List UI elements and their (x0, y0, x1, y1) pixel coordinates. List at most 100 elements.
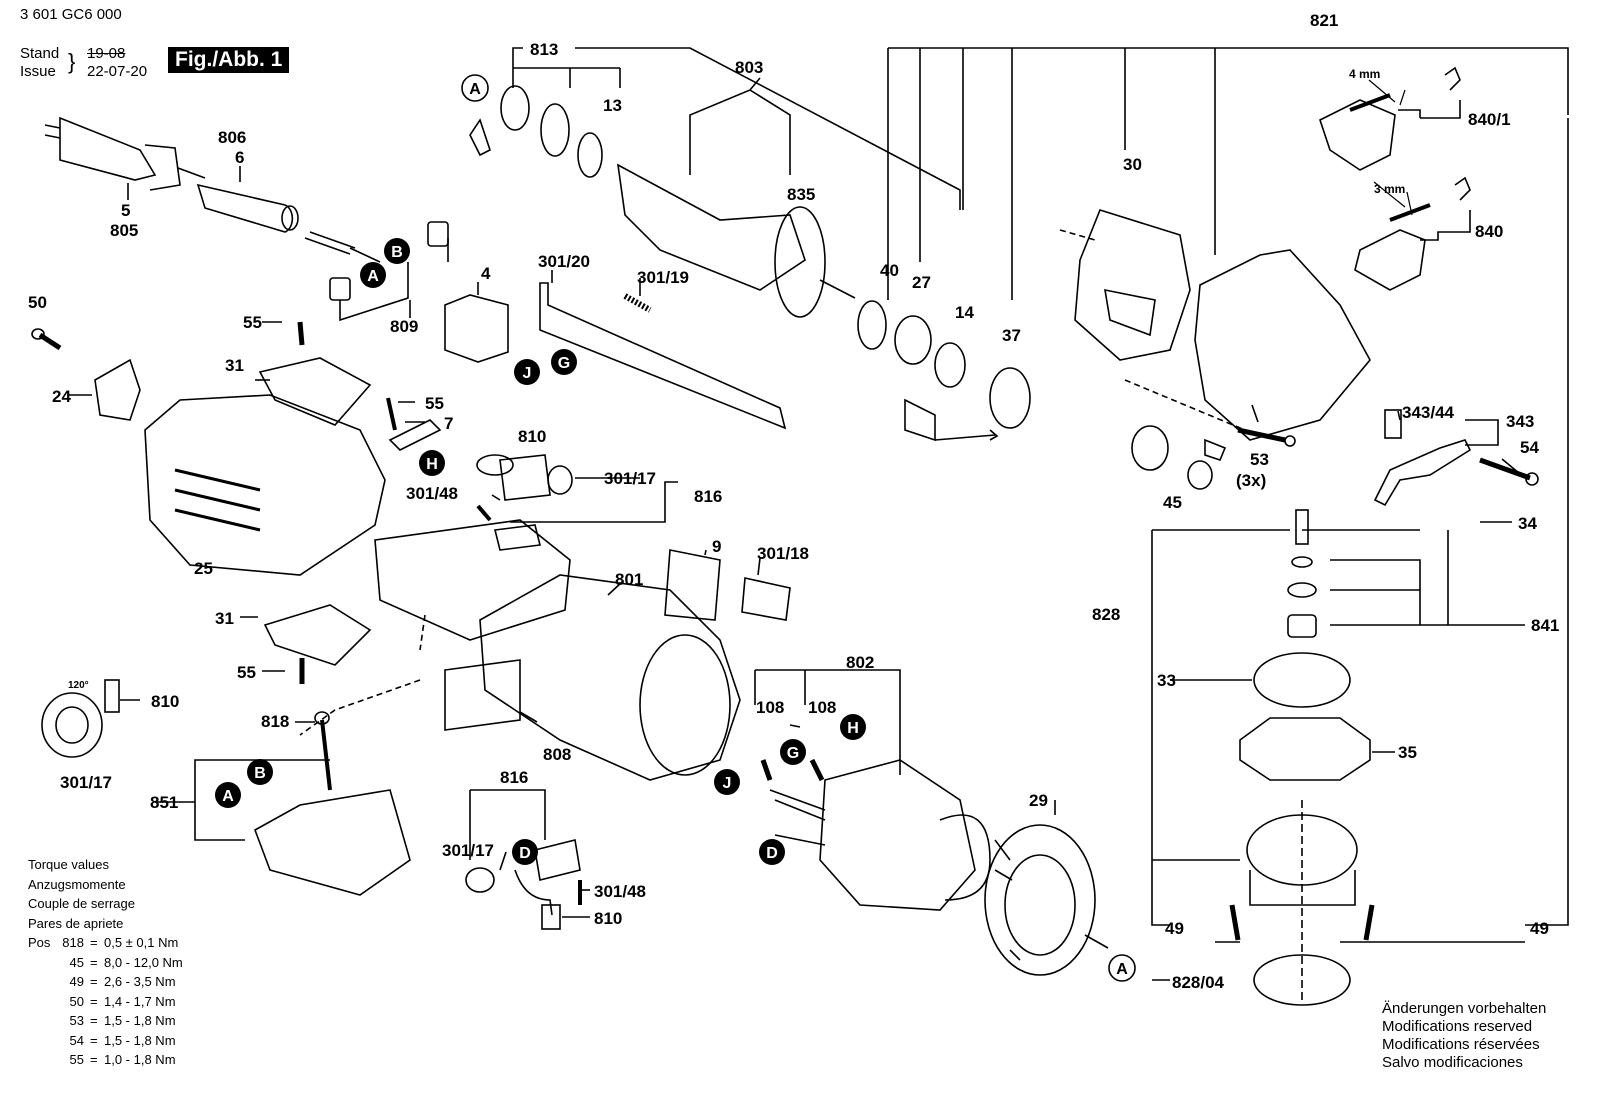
torque-value: 1,5 - 1,8 Nm (104, 1013, 176, 1028)
part-number-label: 50 (28, 293, 47, 312)
flange-35 (1239, 717, 1371, 781)
svg-text:H: H (847, 720, 859, 737)
marker-a: A (1108, 954, 1136, 982)
leader-813-long (575, 47, 961, 210)
equals-glyph: = (90, 993, 98, 1009)
leader-821-drops (887, 48, 1216, 300)
svg-text:B: B (391, 244, 403, 261)
part-number-label: 55 (425, 394, 444, 413)
part-number-label: (3x) (1236, 471, 1266, 490)
part-number-label: 9 (712, 537, 721, 556)
torque-pos-prefix: Pos (28, 935, 51, 950)
part-number-label: 840 (1475, 222, 1503, 241)
svg-text:J: J (523, 365, 532, 382)
bearing-holder-37 (989, 367, 1031, 429)
part-number-label: 806 (218, 128, 246, 147)
torque-row: Pos 818 = 0,5 ± 0,1 Nm (28, 933, 183, 953)
lever-343 (1373, 439, 1472, 507)
part-number-label: 803 (735, 58, 763, 77)
lock-button-840 (1354, 229, 1426, 291)
part-number-label: 840/1 (1468, 110, 1511, 129)
part-number-label: 120° (68, 680, 89, 691)
svg-text:J: J (723, 775, 732, 792)
torque-title-fr: Couple de serrage (28, 896, 135, 911)
housing-25 (144, 394, 386, 576)
torque-row: 50 = 1,4 - 1,7 Nm (28, 992, 183, 1012)
air-guide-29 (984, 824, 1096, 976)
torque-pos: 818 (62, 935, 84, 950)
circlip-40 (857, 300, 887, 350)
part-number-label: 30 (1123, 155, 1142, 174)
svg-text:B: B (254, 765, 266, 782)
equals-glyph: = (90, 935, 98, 950)
part-number-label: 4 (481, 264, 491, 283)
switch-housing (374, 519, 571, 641)
armature-core (616, 163, 806, 291)
marker-b: B (247, 759, 273, 785)
part-number-label: 55 (243, 313, 262, 332)
leader-841 (1302, 529, 1525, 626)
torque-value: 1,5 - 1,8 Nm (104, 1032, 176, 1048)
torque-row: 55 = 1,0 - 1,8 Nm (28, 1050, 183, 1070)
leader-821 (888, 47, 1569, 115)
plug-pins (44, 124, 61, 139)
part-number-label: 818 (261, 712, 289, 731)
leader-803 (689, 77, 791, 175)
part-number-label: 14 (955, 303, 974, 322)
label-9 (664, 549, 721, 621)
torque-value: 2,6 - 3,5 Nm (104, 974, 176, 989)
torque-title-de: Anzugsmomente (28, 876, 126, 892)
marker-b: B (384, 238, 410, 264)
svg-text:A: A (1116, 961, 1128, 978)
part-number-label: 816 (500, 768, 528, 787)
svg-text:D: D (766, 845, 778, 862)
part-number-label: 37 (1002, 326, 1021, 345)
marker-g: G (551, 349, 577, 375)
part-number-label: 805 (110, 221, 138, 240)
handle-part-24 (94, 358, 141, 421)
torque-pos: 50 (69, 993, 84, 1009)
marker-g: G (780, 739, 806, 765)
equals-glyph: = (90, 1032, 98, 1048)
part-number-label: 851 (150, 793, 178, 812)
issue-date: 22-07-20 (87, 63, 148, 80)
old-date: 19-08 (87, 45, 126, 62)
switch-rod (539, 282, 787, 430)
torque-title-es: Pares de apriete (28, 915, 124, 931)
equals-glyph: = (90, 974, 98, 989)
part-number-label: 49 (1165, 919, 1184, 938)
part-number-label: 841 (1531, 616, 1559, 635)
svg-text:A: A (367, 268, 379, 285)
label-808 (444, 659, 521, 731)
issue-label: Issue (20, 63, 56, 80)
part-number-label: 301/17 (442, 841, 494, 860)
brace-glyph: } (68, 49, 76, 74)
torque-pos: 49 (69, 974, 84, 989)
part-number-label: 802 (846, 653, 874, 672)
notice-line: Modifications réservées (1382, 1036, 1540, 1053)
part-number-label: 45 (1163, 493, 1182, 512)
equals-glyph: = (90, 1013, 98, 1028)
o-ring-828-04 (1253, 954, 1351, 1006)
notice-line: Salvo modificaciones (1382, 1054, 1523, 1071)
pinion-45 (1131, 425, 1169, 471)
equals-glyph: = (90, 954, 98, 970)
part-number-label: 343/44 (1402, 403, 1455, 422)
part-number-label: 33 (1157, 671, 1176, 690)
stator-802 (819, 759, 976, 911)
switch-4 (444, 294, 509, 363)
cover-31-b (263, 604, 372, 666)
part-number-label: 821 (1310, 11, 1338, 30)
marker-a: A (461, 74, 489, 102)
part-number-label: 40 (880, 261, 899, 280)
leader-802 (754, 669, 901, 775)
svg-text:G: G (787, 745, 799, 762)
marker-h: H (419, 450, 445, 476)
motor-housing-801 (479, 574, 741, 781)
leader-813 (512, 47, 621, 88)
part-number-label: 343 (1506, 412, 1534, 431)
part-number-label: 301/17 (60, 773, 112, 792)
marker-j: J (514, 359, 540, 385)
bearing-14 (934, 342, 966, 388)
